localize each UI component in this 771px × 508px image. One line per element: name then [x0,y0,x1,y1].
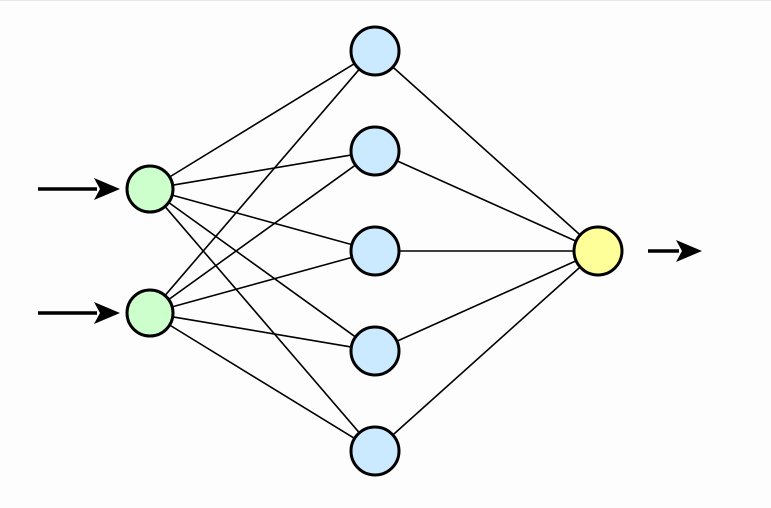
input-node-2[interactable] [125,288,175,338]
nodes-group [125,25,624,477]
input-arrow-1-head [94,178,120,200]
edge-i1-h1 [168,62,356,179]
edge-i2-h1 [163,67,361,297]
arrows-group [38,178,702,324]
edges-group [163,62,582,440]
output-arrow-1 [648,240,702,262]
edge-i2-h5 [168,323,356,440]
edge-i1-h3 [170,194,354,246]
input-node-1[interactable] [125,164,175,214]
edge-i1-h4 [167,201,357,339]
edge-h1-o1 [391,65,582,237]
input-arrow-1 [38,178,120,200]
input-arrow-2 [38,302,120,324]
hidden-node-4[interactable] [349,325,401,377]
hidden-node-2[interactable] [349,125,401,177]
edge-i2-h3 [170,256,354,308]
hidden-node-5[interactable] [349,425,401,477]
edge-h5-o1 [391,265,582,437]
edge-i2-h2 [167,163,357,301]
output-node-1[interactable] [572,225,624,277]
edge-i1-h5 [163,205,361,435]
edge-i1-h2 [171,154,353,187]
edge-h2-o1 [395,159,578,243]
edge-i2-h4 [171,315,353,348]
output-arrow-1-head [676,240,702,262]
hidden-node-3[interactable] [349,225,401,277]
hidden-node-1[interactable] [349,25,401,77]
edge-h4-o1 [395,259,578,343]
input-arrow-2-head [94,302,120,324]
